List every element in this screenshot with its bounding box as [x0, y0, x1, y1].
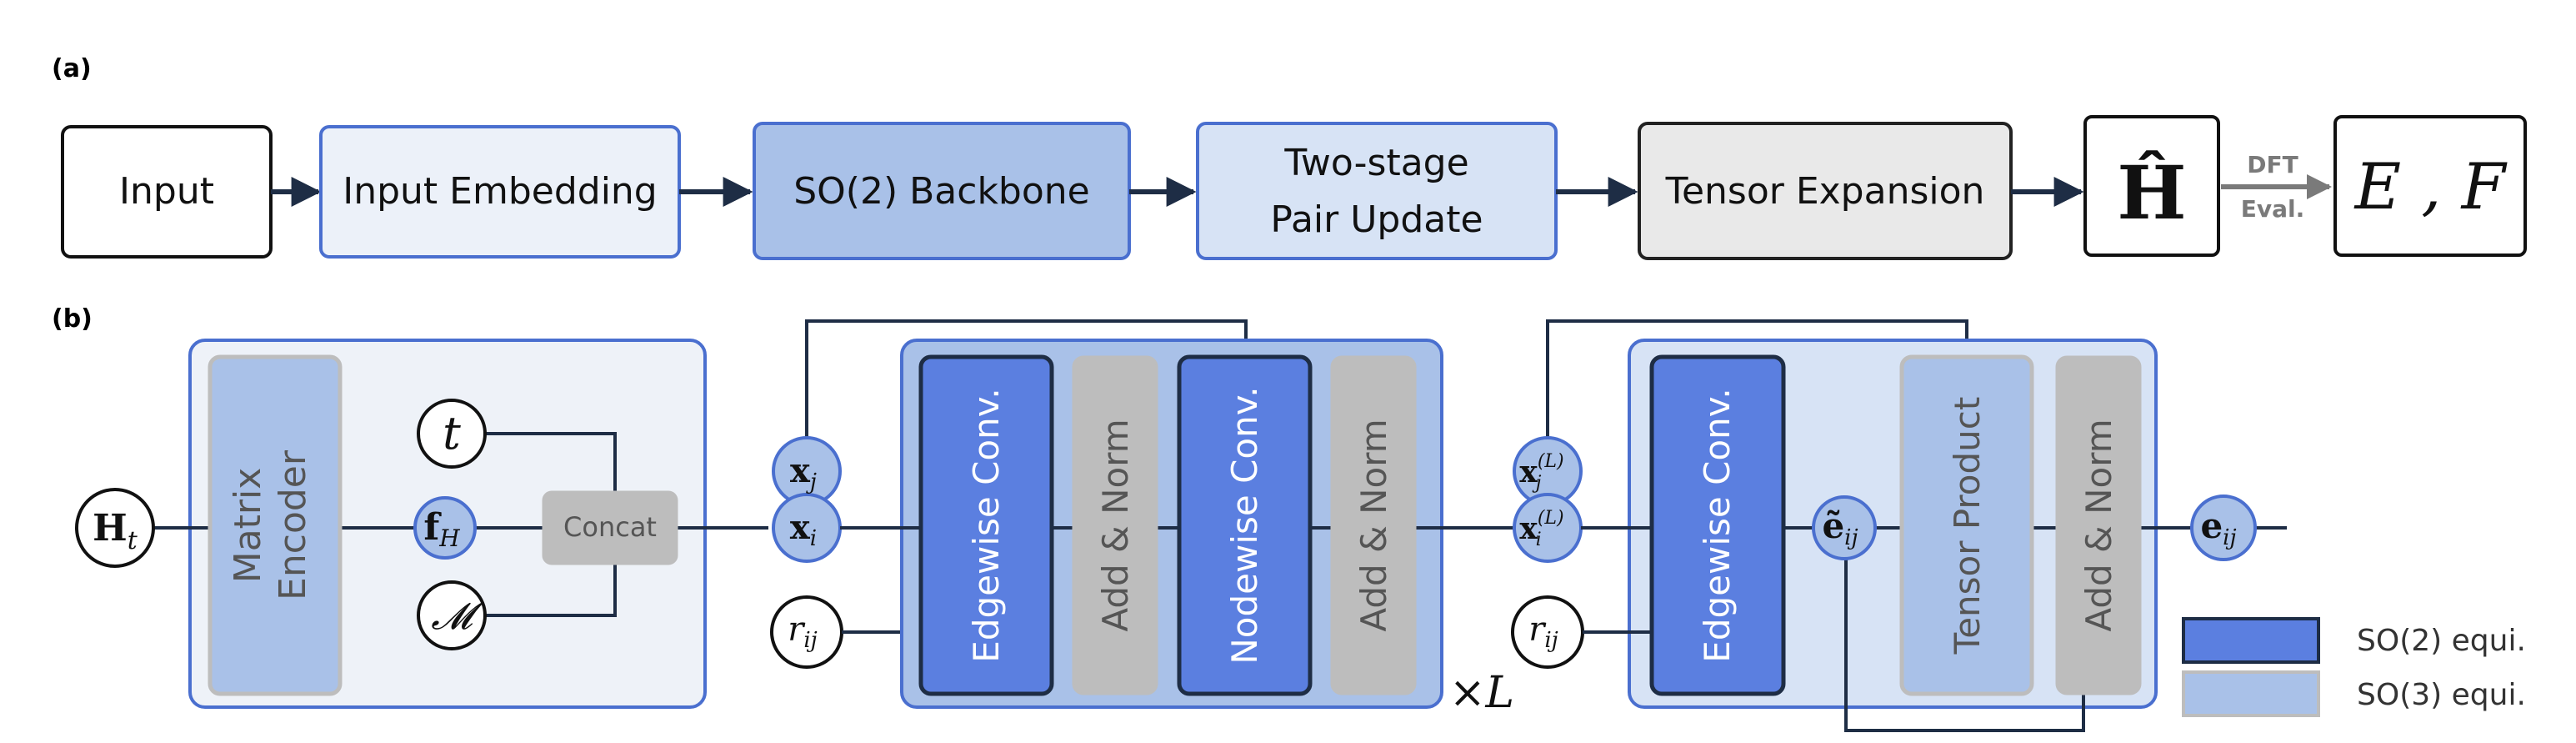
fh-sub: H — [438, 525, 460, 552]
h-hat-box — [2083, 115, 2220, 257]
e-tilde-sub: ij — [1844, 525, 1858, 550]
nodewise-conv-label: Nodewise Conv. — [1224, 386, 1265, 664]
ht-label: Ht — [93, 507, 138, 555]
eij-base: e — [2200, 505, 2223, 546]
add-norm-block-3 — [2055, 355, 2142, 695]
matrix-encoder-line2: Encoder — [272, 449, 314, 600]
tensor-expansion-label: Tensor Expansion — [1665, 170, 1985, 213]
edgewise-conv-label-1: Edgewise Conv. — [966, 388, 1007, 662]
e-tilde-node — [1812, 495, 1877, 560]
pair-update-line2: Pair Update — [1270, 198, 1483, 241]
legend-so2-swatch — [2182, 617, 2320, 664]
wire-residual — [1844, 559, 2085, 732]
input-embedding-label: Input Embedding — [343, 170, 657, 213]
legend-so2-label: SO(2) equi. — [2357, 624, 2526, 658]
input-label: Input — [119, 170, 214, 213]
xi-base: x — [790, 508, 811, 547]
xi-sub: i — [810, 526, 817, 551]
panel-a-label: (a) — [52, 54, 92, 83]
xil-base: x — [1519, 511, 1538, 546]
e-tilde-label: ẽij — [1822, 505, 1858, 550]
rij1-base: r — [788, 610, 806, 649]
legend-so3-label: SO(3) equi. — [2357, 678, 2526, 712]
rij2-sub: ij — [1544, 628, 1558, 653]
t-node — [417, 399, 487, 469]
rij-label-1: rij — [788, 610, 818, 653]
xjl-label: x(L)j — [1519, 451, 1563, 494]
h-hat-symbol: Ĥ — [2117, 149, 2186, 236]
times-l-label: ×L — [1449, 668, 1514, 718]
xil-sup: (L) — [1538, 508, 1564, 529]
matrix-encoder-line1: Matrix — [227, 468, 269, 584]
rij1-sub: ij — [803, 628, 817, 653]
eij-sub: ij — [2223, 525, 2236, 550]
rij2-base: r — [1528, 610, 1547, 649]
wire-t-concat — [477, 432, 617, 492]
wire-m-concat — [477, 564, 617, 617]
edgewise-conv-block-2 — [1649, 354, 1786, 696]
panel-b-label: (b) — [52, 304, 93, 334]
rij-label-2: rij — [1528, 610, 1558, 653]
pair-update-line1: Two-stage — [1283, 142, 1468, 184]
xjl-sup: (L) — [1538, 451, 1564, 472]
legend-so3-swatch — [2182, 670, 2320, 717]
xil-label: x(L)i — [1519, 508, 1563, 550]
fh-base: f — [423, 506, 442, 549]
xj-base: x — [790, 451, 811, 490]
nodewise-conv-block — [1177, 354, 1313, 696]
xj-label: xj — [790, 451, 817, 494]
ht-base: H — [93, 507, 128, 550]
tensor-product-block — [1899, 354, 2034, 696]
add-norm-block-2 — [1330, 355, 1417, 695]
energy-force-box — [2333, 115, 2527, 257]
fh-node — [413, 496, 477, 560]
edgewise-conv-block-1 — [918, 354, 1054, 696]
ht-node — [75, 488, 155, 568]
m-node — [417, 580, 487, 650]
fh-label: fH — [423, 506, 460, 552]
tensor-product-label: Tensor Product — [1947, 397, 1988, 655]
add-norm-label-3: Add & Norm — [2078, 419, 2119, 631]
concat-label: Concat — [563, 511, 657, 543]
xjl-base: x — [1519, 454, 1538, 489]
matrix-encoder-block — [208, 354, 343, 696]
eij-label: eij — [2200, 505, 2236, 550]
add-norm-label-2: Add & Norm — [1353, 419, 1394, 631]
add-norm-block-1 — [1072, 355, 1158, 695]
so2-backbone-label: SO(2) Backbone — [793, 170, 1090, 213]
dft-label: DFT — [2247, 151, 2298, 178]
xi-label: xi — [790, 508, 817, 551]
energy-force-label: E , F — [2353, 149, 2508, 223]
t-symbol: t — [443, 407, 461, 459]
add-norm-label-1: Add & Norm — [1095, 419, 1136, 631]
edgewise-conv-label-2: Edgewise Conv. — [1697, 388, 1738, 662]
eij-node — [2190, 494, 2257, 561]
ht-sub: t — [128, 526, 138, 555]
e-tilde-base: ẽ — [1822, 505, 1844, 546]
eval-label: Eval. — [2241, 195, 2305, 223]
xil-sub: i — [1536, 530, 1542, 550]
concat-block — [542, 490, 678, 565]
